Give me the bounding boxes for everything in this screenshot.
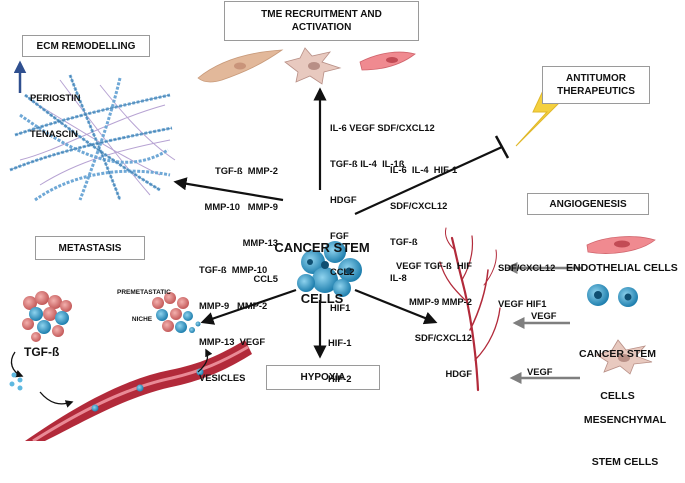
ecm-factor-line: CCL5 xyxy=(253,273,278,284)
premetastatic-niche-label: PREMETASTATIC NICHE xyxy=(117,270,171,333)
ecm-title: ECM REMODELLING xyxy=(36,40,136,52)
periostin-text: PERIOSTIN xyxy=(30,92,81,103)
mesenchymal-cell-illustration xyxy=(596,339,653,375)
center-title: CANCER STEM CELLS xyxy=(268,205,376,324)
inhibit-line-antitumor xyxy=(354,145,503,216)
angio-factor-line: VEGF TGF-ß HIF xyxy=(395,260,472,271)
endo-factor-line: VEGF HIF1 xyxy=(498,298,547,309)
angio-factor-line: HDGF xyxy=(445,368,472,379)
tme-factor-line: FGF xyxy=(330,230,349,241)
tme-factor-line: CCL2 xyxy=(330,266,355,277)
ecm-fiber-network-illustration xyxy=(9,74,176,202)
ecm-factor-line: TGF-ß MMP-2 xyxy=(214,165,278,176)
ecm-remodelling-box: ECM REMODELLING xyxy=(22,35,150,57)
inhibit-bar-antitumor xyxy=(494,135,510,159)
vegf-csc-label: VEGF xyxy=(531,310,557,321)
metastasis-factor-line: MMP-13 VEGF xyxy=(199,336,266,347)
tme-factor-line: HDGF xyxy=(330,194,357,205)
angio-factor-line: SDF/CXCL12 xyxy=(414,332,472,343)
antitumor-title-line-2: THERAPEUTICS xyxy=(557,86,635,97)
endothelial-cells-label: ENDOTHELIAL CELLS xyxy=(566,262,678,274)
endothelial-cell-illustration xyxy=(586,236,656,254)
tgf-b-label: TGF-ß xyxy=(24,345,60,359)
tme-title-line-1: TME RECRUITMENT AND xyxy=(261,9,382,20)
tme-factors: IL-6 VEGF SDF/CXCL12 TGF-ß IL-4 IL-1ß HD… xyxy=(330,98,435,326)
antitumor-factor-line: IL-6 IL-4 HIF-1 xyxy=(390,164,458,175)
csc-label-line-1: CANCER STEM xyxy=(578,348,656,360)
angiogenesis-title: ANGIOGENESIS xyxy=(549,198,627,210)
msc-label-line-1: MESENCHYMAL xyxy=(583,414,667,426)
antitumor-factor-line: TGF-ß xyxy=(390,236,418,247)
ecm-factors: TGF-ß MMP-2 MMP-10 MMP-9 MMP-13 CCL5 xyxy=(188,141,278,297)
csc-label-line-2: CELLS xyxy=(600,390,635,402)
metastasis-title: METASTASIS xyxy=(58,242,122,254)
angiogenesis-factors: VEGF TGF-ß HIF MMP-9 MMP-2 SDF/CXCL12 HD… xyxy=(360,236,472,392)
hypoxia-factor-line: HIF-1 xyxy=(328,337,352,348)
hypoxia-factor-line: HIF-2 xyxy=(328,373,352,384)
antitumor-therapeutics-box: ANTITUMOR THERAPEUTICS xyxy=(542,66,650,104)
tme-factor-line: HIF1 xyxy=(330,302,351,313)
metastasis-box: METASTASIS xyxy=(35,236,145,260)
endothelial-factors: SDF/CXCL12 VEGF HIF1 xyxy=(498,238,555,322)
angio-factor-line: MMP-9 MMP-2 xyxy=(408,296,472,307)
cancer-stem-cells-illustration xyxy=(587,284,638,307)
metastasis-factor-line: VESICLES xyxy=(199,372,246,383)
antitumor-factor-line: SDF/CXCL12 xyxy=(390,200,448,211)
metastasis-factor-line: TGF-ß MMP-10 xyxy=(199,264,268,275)
metastasis-factors: TGF-ß MMP-10 MMP-9 MMP-2 MMP-13 VEGF VES… xyxy=(199,240,267,396)
mesenchymal-stem-cells-label: MESENCHYMAL STEM CELLS xyxy=(575,385,675,483)
niche-text: NICHE xyxy=(131,316,153,323)
endo-factor-line: SDF/CXCL12 xyxy=(498,262,556,273)
hypoxia-box: HYPOXIA xyxy=(266,365,380,390)
tme-factor-line: TGF-ß IL-4 IL-1ß xyxy=(330,158,405,169)
antitumor-title-line-1: ANTITUMOR xyxy=(566,73,626,84)
angiogenesis-vessels-illustration xyxy=(439,227,501,392)
tme-cells-illustration xyxy=(197,47,416,85)
center-title-line-1: CANCER STEM xyxy=(274,240,370,255)
tme-recruitment-box: TME RECRUITMENT AND ACTIVATION xyxy=(224,1,419,41)
diagram-canvas xyxy=(9,47,656,441)
angiogenesis-box: ANGIOGENESIS xyxy=(527,193,649,215)
arrow-to-angiogenesis xyxy=(354,288,438,325)
arrow-to-ecm xyxy=(173,177,284,202)
metastasis-factor-line: MMP-9 MMP-2 xyxy=(199,300,268,311)
periostin-label: PERIOSTIN TENASCIN xyxy=(30,68,81,152)
premetastatic-text: PREMETASTATIC xyxy=(117,289,171,296)
tme-factor-line: IL-6 VEGF SDF/CXCL12 xyxy=(330,122,435,133)
ecm-factor-line: MMP-13 xyxy=(242,237,278,248)
tenascin-text: TENASCIN xyxy=(30,128,78,139)
tme-title-line-2: ACTIVATION xyxy=(291,22,352,33)
arrow-to-metastasis xyxy=(200,288,297,325)
cancer-stem-cells-label: CANCER STEM CELLS xyxy=(570,319,665,417)
antitumor-factors: IL-6 IL-4 HIF-1 SDF/CXCL12 TGF-ß IL-8 xyxy=(390,140,457,296)
csc-cluster-illustration xyxy=(297,241,362,297)
msc-label-line-2: STEM CELLS xyxy=(591,456,659,468)
vegf-msc-label: VEGF xyxy=(527,366,553,377)
metastasis-illustration xyxy=(9,291,252,441)
hypoxia-factors: HIF-1 HIF-2 xyxy=(328,313,351,397)
hypoxia-title: HYPOXIA xyxy=(300,372,346,383)
center-title-line-2: CELLS xyxy=(300,291,344,306)
antitumor-factor-line: IL-8 xyxy=(390,272,407,283)
ecm-factor-line: MMP-10 MMP-9 xyxy=(204,201,278,212)
